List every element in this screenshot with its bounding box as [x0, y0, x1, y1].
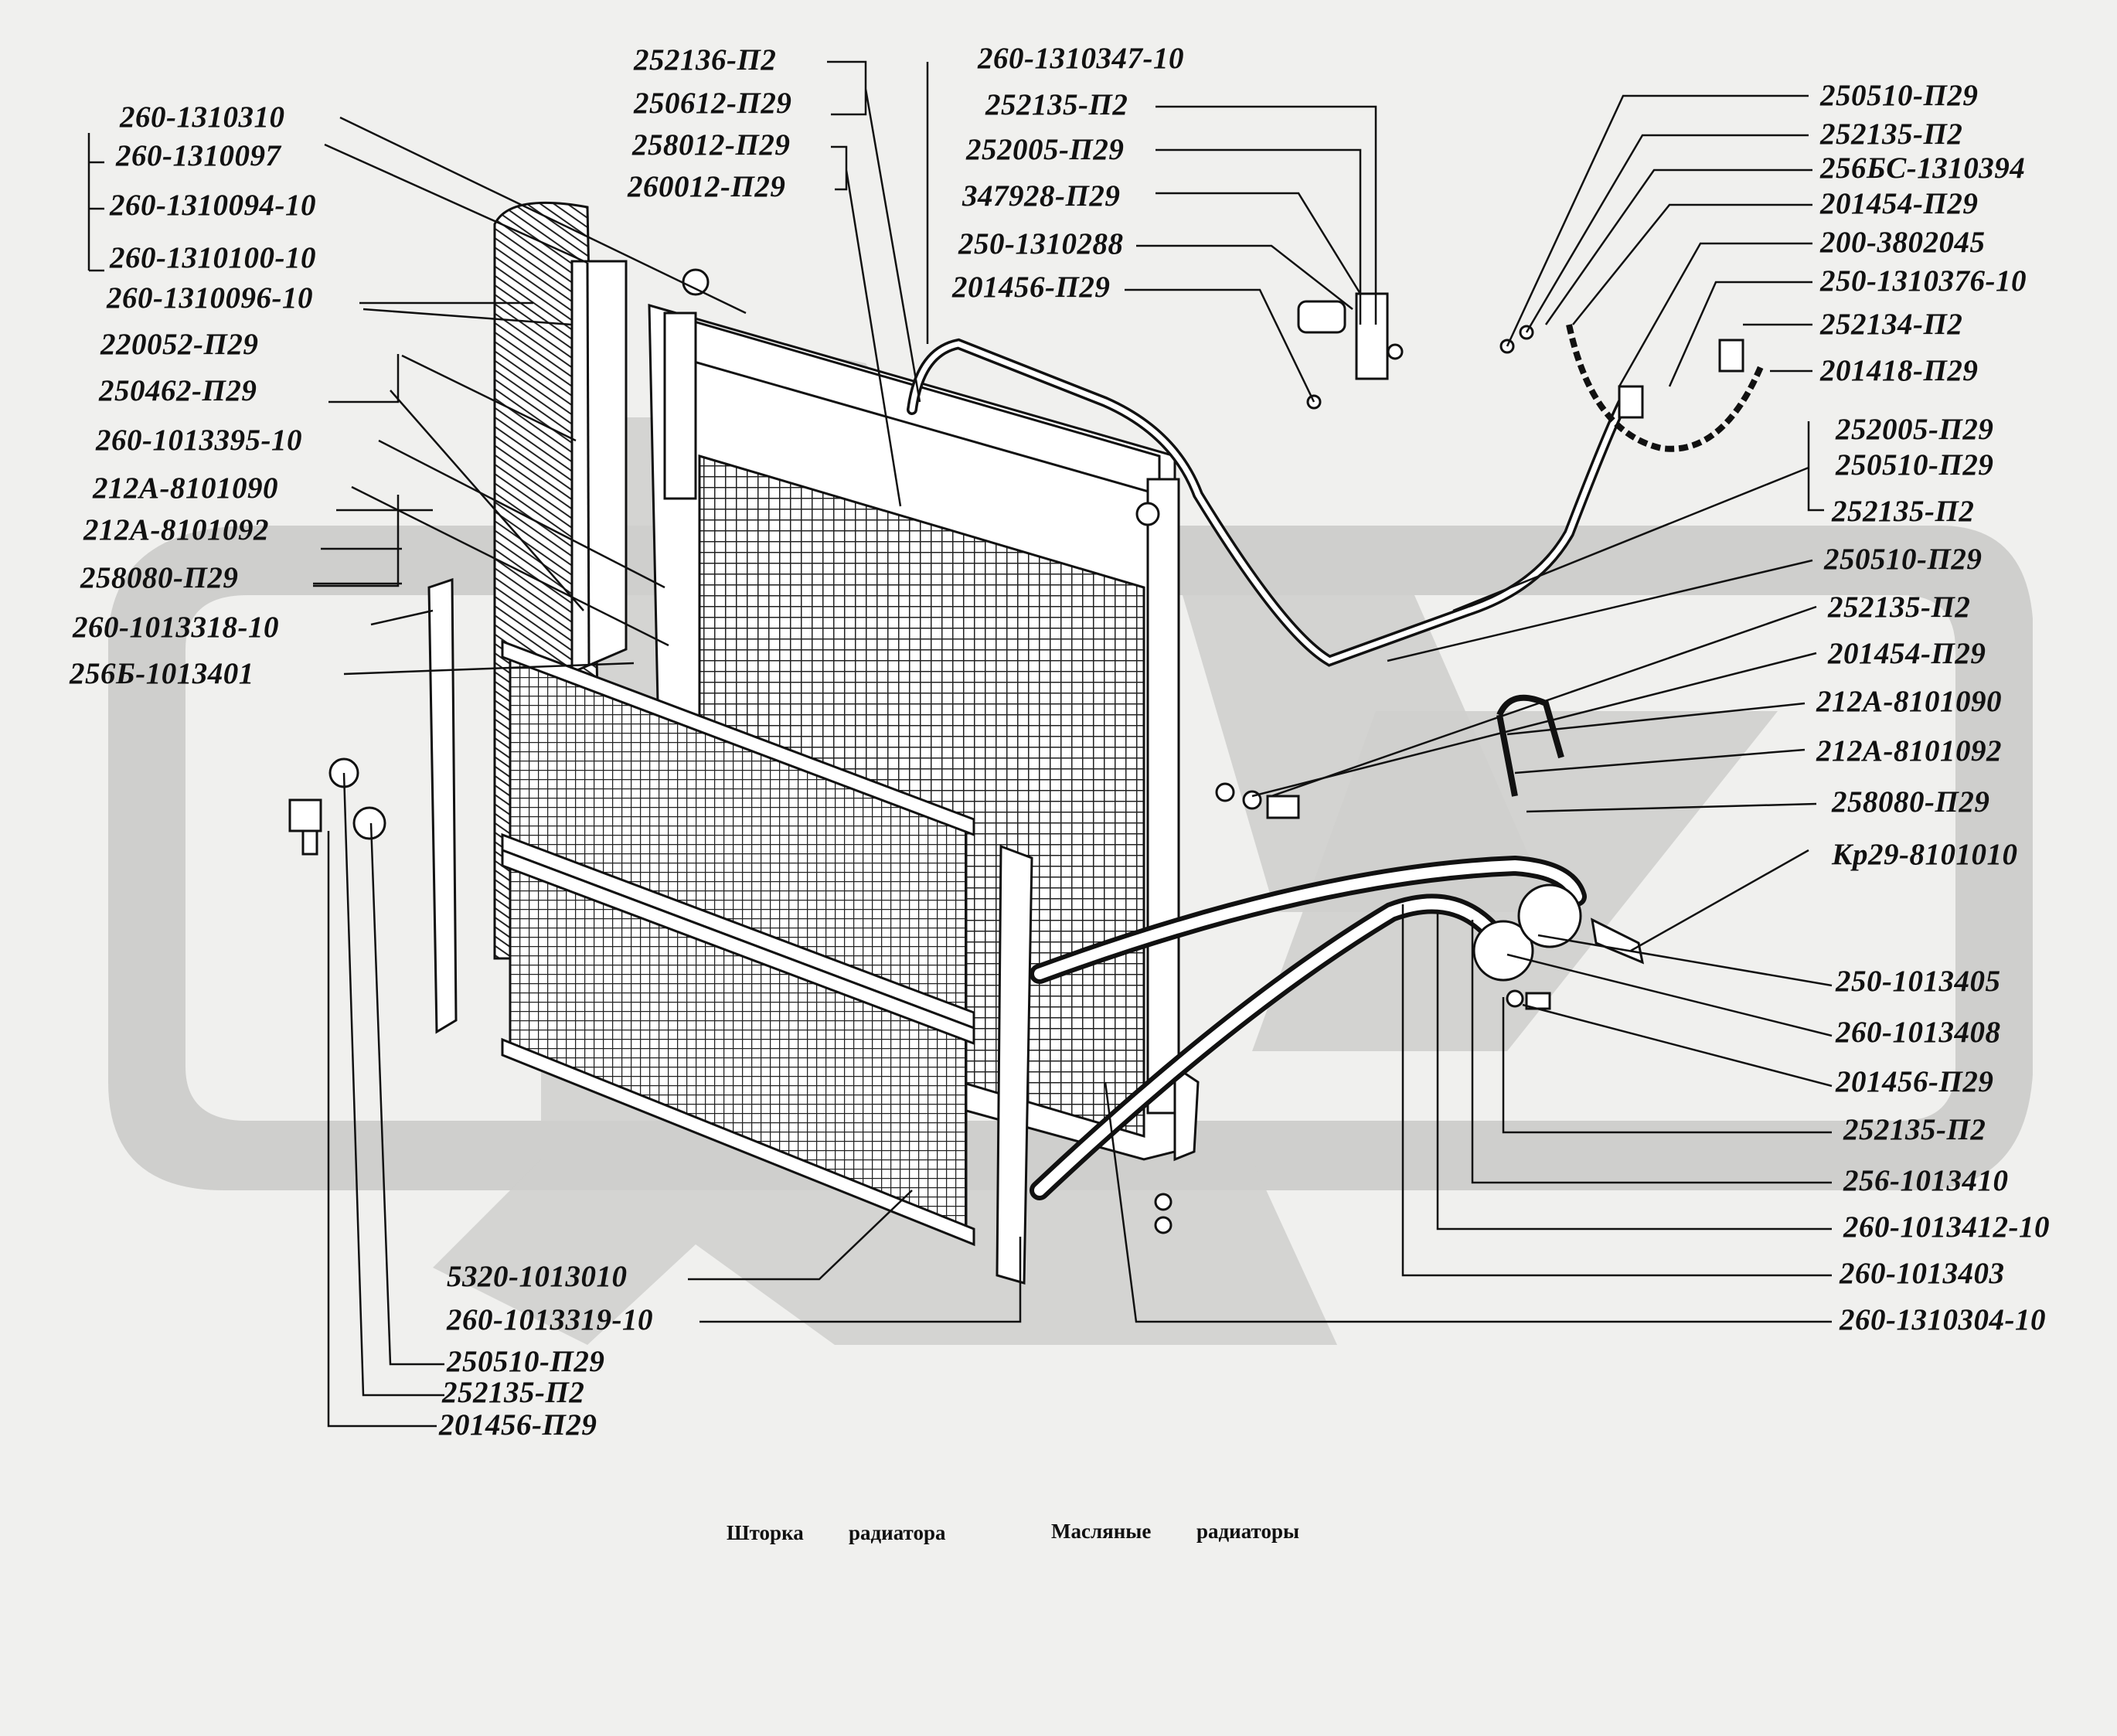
- part-label: 260-1013319-10: [447, 1303, 653, 1336]
- part-label: 260-1013403: [1840, 1257, 2005, 1290]
- caption-oil-word2: радиаторы: [1196, 1520, 1300, 1543]
- part-label: 260-1310310: [120, 100, 285, 134]
- part-label: 260-1013318-10: [73, 611, 279, 644]
- part-label: 260-1310100-10: [110, 241, 316, 274]
- part-label: 260-1310094-10: [110, 189, 316, 222]
- mounting-brackets: [427, 577, 1200, 1285]
- part-label: 212А-8101092: [83, 513, 269, 546]
- part-label: 212А-8101090: [93, 471, 278, 505]
- part-label: 212А-8101092: [1816, 734, 2002, 768]
- part-label: 252135-П2: [1828, 591, 1971, 624]
- part-label: 252135-П2: [1832, 495, 1975, 528]
- part-label: Кр29-8101010: [1832, 838, 2018, 871]
- part-label: 5320-1013010: [447, 1260, 628, 1293]
- part-label: 201456-П29: [1836, 1065, 1994, 1098]
- part-label: 256БС-1310394: [1820, 151, 2026, 185]
- caption-shutter-word1: Шторка: [727, 1521, 804, 1544]
- part-label: 250612-П29: [634, 87, 792, 120]
- part-label: 250510-П29: [1820, 79, 1979, 112]
- part-label: 260-1310096-10: [107, 281, 313, 315]
- part-label: 212А-8101090: [1816, 685, 2002, 718]
- part-label: 260-1013408: [1836, 1016, 2001, 1049]
- part-label: 252005-П29: [966, 133, 1125, 166]
- part-label: 250462-П29: [99, 374, 257, 407]
- part-label: 201454-П29: [1820, 187, 1979, 220]
- part-label: 258080-П29: [1832, 785, 1990, 819]
- part-label: 252005-П29: [1836, 413, 1994, 446]
- part-label: 256Б-1013401: [70, 657, 254, 690]
- part-label: 258080-П29: [80, 561, 239, 594]
- part-label: 252135-П2: [442, 1376, 585, 1409]
- part-label: 252135-П2: [1820, 117, 1963, 151]
- part-label: 260-1310347-10: [978, 42, 1184, 75]
- part-label: 201418-П29: [1820, 354, 1979, 387]
- part-label: 252136-П2: [634, 43, 777, 77]
- part-label: 201456-П29: [952, 271, 1111, 304]
- part-label: 347928-П29: [962, 179, 1121, 213]
- caption-oil-word1: Масляные: [1051, 1520, 1152, 1543]
- part-label: 260012-П29: [628, 170, 786, 203]
- part-label: 250-1310376-10: [1820, 264, 2027, 298]
- caption-shutter-word2: радиатора: [849, 1521, 946, 1544]
- part-label: 252135-П2: [1843, 1113, 1986, 1146]
- part-label: 220052-П29: [100, 328, 259, 361]
- part-label: 250-1013405: [1836, 965, 2001, 998]
- fastener-parts: [288, 292, 1744, 1234]
- part-label: 200-3802045: [1820, 226, 1986, 259]
- leader-lines: [87, 60, 1833, 1428]
- part-label: 250510-П29: [1836, 448, 1994, 482]
- part-label: 252135-П2: [985, 88, 1128, 121]
- part-label: 201454-П29: [1828, 637, 1986, 670]
- part-label: 260-1013412-10: [1843, 1210, 2050, 1244]
- oil-radiator-upper: [501, 639, 975, 1030]
- part-label: 250510-П29: [447, 1345, 605, 1378]
- part-label: 250510-П29: [1824, 543, 1983, 576]
- chain: [1566, 324, 1765, 452]
- part-label: 201456-П29: [439, 1408, 597, 1442]
- part-label: 258012-П29: [632, 128, 791, 162]
- part-label: 252134-П2: [1820, 308, 1963, 341]
- part-label: 260-1310304-10: [1840, 1303, 2046, 1336]
- part-label: 260-1013395-10: [96, 424, 302, 457]
- part-label: 260-1310097: [116, 139, 281, 172]
- part-label: 250-1310288: [958, 227, 1124, 260]
- oil-radiator-lower: [501, 848, 975, 1247]
- part-label: 256-1013410: [1843, 1164, 2009, 1197]
